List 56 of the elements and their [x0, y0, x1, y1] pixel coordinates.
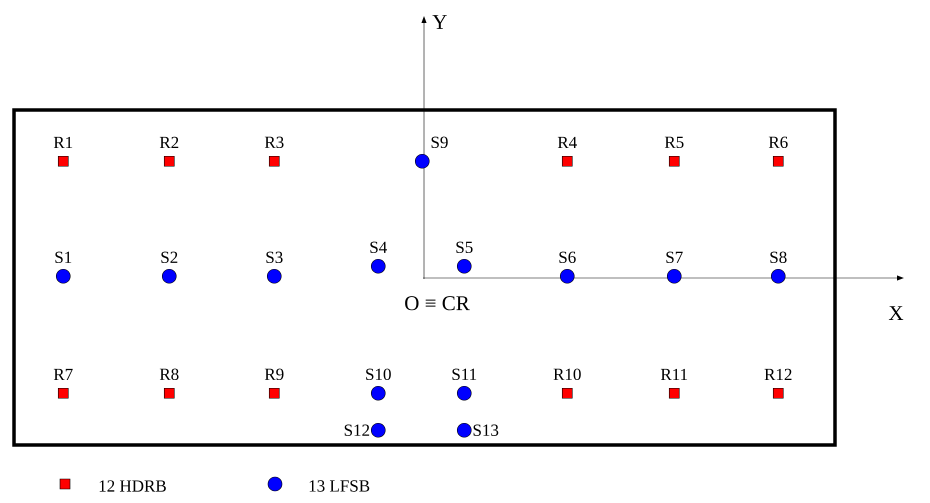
bearing-label: S8	[770, 252, 787, 264]
circle-marker	[162, 268, 177, 284]
bearing-label: R2	[160, 136, 178, 148]
bearing-label: R1	[54, 136, 72, 148]
bearing-label: S1	[55, 252, 72, 264]
square-marker	[58, 156, 69, 167]
axis-label: Y	[432, 15, 447, 29]
bearing-label: R12	[764, 368, 792, 380]
square-marker	[268, 388, 280, 399]
circle-marker	[456, 422, 472, 438]
bearing-label: S11	[452, 368, 476, 380]
bearing-label: R7	[54, 368, 73, 380]
bearing-label: R10	[554, 368, 581, 380]
square-marker	[772, 156, 784, 167]
square-marker	[562, 388, 573, 399]
circle-marker	[456, 386, 472, 401]
circle-marker	[56, 268, 71, 284]
bearing-label: S9	[432, 136, 448, 148]
bearing-label: S10	[366, 368, 391, 380]
bearing-label: S3	[266, 252, 283, 264]
bearing-label: S6	[559, 252, 576, 264]
square-marker	[268, 156, 280, 167]
bearing-label: R3	[264, 136, 284, 148]
circle-marker	[560, 268, 575, 284]
square-marker	[164, 388, 175, 399]
bearing-label: S4	[370, 242, 387, 254]
bearing-label: S13	[474, 424, 498, 436]
square-marker	[772, 388, 784, 399]
circle-marker	[414, 154, 430, 169]
legend-label: 12 HDRB	[100, 480, 166, 492]
bearing-label: R4	[558, 136, 577, 148]
bearing-label: R5	[664, 136, 684, 148]
circle-marker	[770, 268, 786, 284]
circle-marker	[370, 386, 386, 401]
square-marker	[164, 156, 175, 167]
square-marker	[668, 388, 680, 399]
circle-marker	[370, 422, 386, 438]
bearing-label: R11	[660, 368, 688, 380]
square-marker	[58, 388, 69, 399]
square-marker	[562, 156, 573, 167]
square-marker	[668, 156, 680, 167]
legend-label: 13 LFSB	[310, 480, 370, 492]
bearing-label: R8	[160, 368, 179, 380]
bearing-label: S5	[456, 242, 473, 254]
circle-marker	[370, 258, 386, 274]
bearing-label: S12	[344, 424, 370, 436]
bearing-label: S7	[666, 252, 683, 264]
circle-marker	[666, 268, 682, 284]
bearing-label: R6	[768, 136, 788, 148]
axis-label: X	[888, 306, 904, 320]
plan-outline	[12, 108, 837, 447]
circle-marker	[456, 258, 472, 274]
origin-label: O ≡ CR	[405, 296, 470, 310]
circle-marker	[266, 268, 282, 284]
bearing-label: S2	[161, 252, 178, 264]
bearing-label: R9	[264, 368, 284, 380]
